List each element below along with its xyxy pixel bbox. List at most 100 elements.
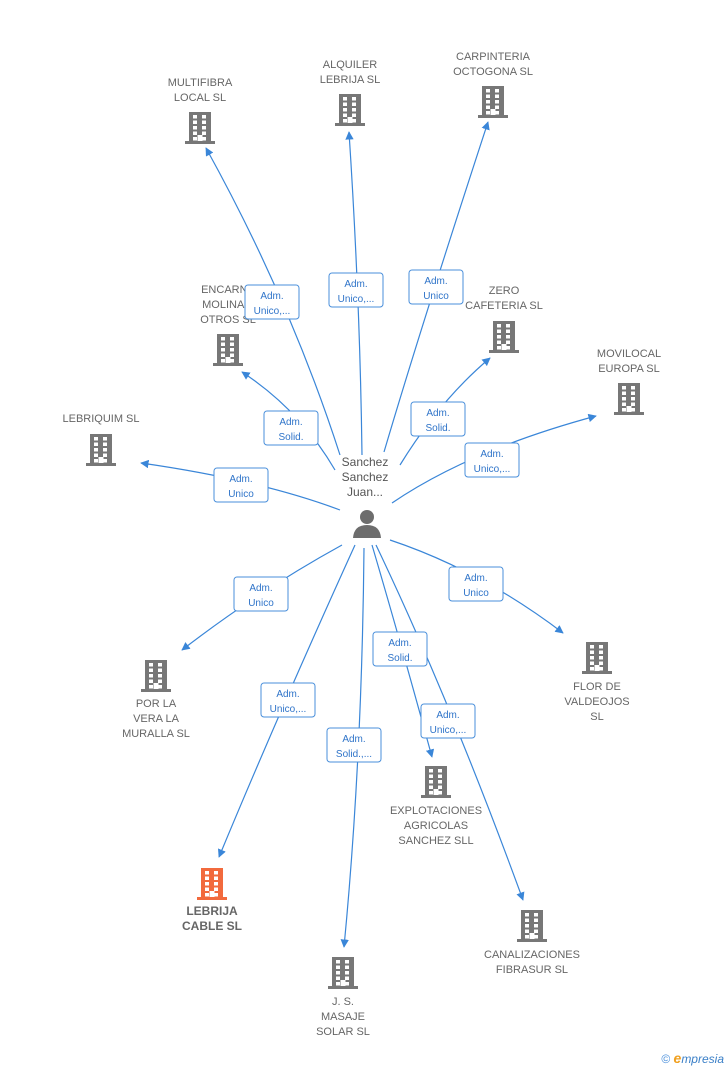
- edge-label-lebrija[interactable]: Adm. Unico,...: [260, 682, 316, 718]
- person-node[interactable]: SanchezSanchezJuan...: [342, 455, 389, 538]
- edge-label-box: [408, 269, 464, 305]
- company-label: MOVILOCAL: [597, 348, 661, 360]
- company-label: CANALIZACIONES: [484, 949, 580, 961]
- edge-label-lebriquim[interactable]: Adm. Unico: [213, 467, 269, 503]
- edge-label-text: Adm.: [342, 734, 365, 745]
- edge-label-text: Adm.: [464, 573, 487, 584]
- edge-label-box: [464, 442, 520, 478]
- edge-label-flor[interactable]: Adm. Unico: [448, 566, 504, 602]
- edge-label-explotaciones[interactable]: Adm. Solid.: [372, 631, 428, 667]
- edge-label-box: [233, 576, 289, 612]
- building-icon: [421, 766, 451, 798]
- company-label: EXPLOTACIONES: [390, 805, 482, 817]
- edge-label-multifibra[interactable]: Adm. Unico,...: [244, 284, 300, 320]
- person-label: Sanchez: [342, 455, 389, 469]
- building-icon: [185, 112, 215, 144]
- company-label: OTROS SL: [200, 314, 256, 326]
- edge-label-text: Adm.: [279, 417, 302, 428]
- edge-label-box: [420, 703, 476, 739]
- building-icon: [517, 910, 547, 942]
- company-label: LEBRIQUIM SL: [62, 413, 139, 425]
- edge-label-text: Solid.: [425, 423, 450, 434]
- person-label: Juan...: [347, 485, 383, 499]
- edge-label-text: Unico,...: [430, 725, 467, 736]
- edge-label-text: Adm.: [426, 408, 449, 419]
- edge-label-carpinteria[interactable]: Adm.Unico: [408, 269, 464, 305]
- edge-label-text: Unico: [463, 588, 489, 599]
- company-label: ENCARNA: [201, 284, 255, 296]
- company-node-encarna[interactable]: ENCARNA MOLINA Y OTROS SL: [200, 284, 256, 366]
- edge-label-text: Adm.: [480, 449, 503, 460]
- edge-label-text: Adm.: [424, 276, 447, 287]
- nodes-layer: MULTIFIBRA LOCAL SL ALQUILER LEBRIJA SL CARP…: [62, 51, 661, 1038]
- company-label: CARPINTERIA: [456, 51, 531, 63]
- copyright-icon: ©: [661, 1052, 671, 1066]
- edge-label-box: [410, 401, 466, 437]
- edge-label-box: [372, 631, 428, 667]
- brand-logo-initial: e: [673, 1050, 682, 1066]
- edge-label-porlavera[interactable]: Adm.Unico: [233, 576, 289, 612]
- edge-label-text: Solid.,...: [336, 749, 372, 760]
- edge-label-text: Unico,...: [474, 464, 511, 475]
- edge-label-jsmasaje[interactable]: Adm. Solid.,...: [326, 727, 382, 763]
- edge-label-box: [448, 566, 504, 602]
- building-icon: [478, 86, 508, 118]
- edge-label-text: Unico,...: [270, 704, 307, 715]
- building-icon: [141, 660, 171, 692]
- edge-line-carpinteria: [383, 121, 490, 453]
- company-label: LEBRIJA: [186, 904, 238, 918]
- edge-label-movilocal[interactable]: Adm. Unico,...: [464, 442, 520, 478]
- person-label: Sanchez: [342, 470, 389, 484]
- edge-label-text: Unico: [248, 598, 274, 609]
- edge-label-text: Adm.: [276, 689, 299, 700]
- edge-label-text: Unico,...: [338, 294, 375, 305]
- edge-label-text: Unico: [228, 489, 254, 500]
- company-label: MOLINA Y: [202, 299, 254, 311]
- building-icon: [86, 434, 116, 466]
- edge-label-text: Solid.: [387, 653, 412, 664]
- edge-label-alquiler[interactable]: Adm.Unico,...: [328, 272, 384, 308]
- company-label: MULTIFIBRA: [168, 77, 233, 89]
- company-label: VERA LA: [133, 713, 180, 725]
- building-icon: [328, 957, 358, 989]
- edge-label-box: [260, 682, 316, 718]
- company-label: CABLE SL: [182, 919, 242, 933]
- company-label: AGRICOLAS: [404, 820, 468, 832]
- company-node-carpinteria[interactable]: CARPINTERIA OCTOGONA SL: [453, 51, 533, 118]
- brand-footer: © empresia: [661, 1050, 724, 1066]
- center-node[interactable]: SanchezSanchezJuan...: [342, 455, 389, 538]
- edge-label-encarna[interactable]: Adm.Solid.: [263, 410, 319, 446]
- company-node-multifibra[interactable]: MULTIFIBRA LOCAL SL: [168, 77, 233, 144]
- company-label: LOCAL SL: [174, 92, 226, 104]
- edge-label-text: Adm.: [229, 474, 252, 485]
- edge-label-text: Adm.: [260, 291, 283, 302]
- building-icon: [614, 383, 644, 415]
- edge-label-text: Unico,...: [254, 306, 291, 317]
- edge-label-text: Adm.: [388, 638, 411, 649]
- company-label: J. S.: [332, 996, 354, 1008]
- edge-labels-layer: Adm.Unico,...Adm.Unico,...Adm.UnicoAdm.S…: [213, 269, 520, 763]
- company-label: LEBRIJA SL: [320, 74, 381, 86]
- building-icon: [489, 321, 519, 353]
- company-node-alquiler[interactable]: ALQUILER LEBRIJA SL: [320, 59, 381, 126]
- company-label: POR LA: [136, 698, 177, 710]
- company-label: ALQUILER: [323, 59, 377, 71]
- company-label: EUROPA SL: [598, 363, 660, 375]
- company-label: VALDEOJOS: [564, 696, 629, 708]
- company-node-lebriquim[interactable]: LEBRIQUIM SL: [62, 413, 140, 466]
- person-icon: [353, 510, 381, 538]
- company-label: OCTOGONA SL: [453, 66, 533, 78]
- edge-label-canalizaciones[interactable]: Adm.Unico,...: [420, 703, 476, 739]
- edge-label-zero[interactable]: Adm. Solid.: [410, 401, 466, 437]
- company-node-movilocal[interactable]: MOVILOCAL EUROPA SL: [597, 348, 661, 415]
- building-icon: [582, 642, 612, 674]
- building-icon: [213, 334, 243, 366]
- company-label: CAFETERIA SL: [465, 300, 543, 312]
